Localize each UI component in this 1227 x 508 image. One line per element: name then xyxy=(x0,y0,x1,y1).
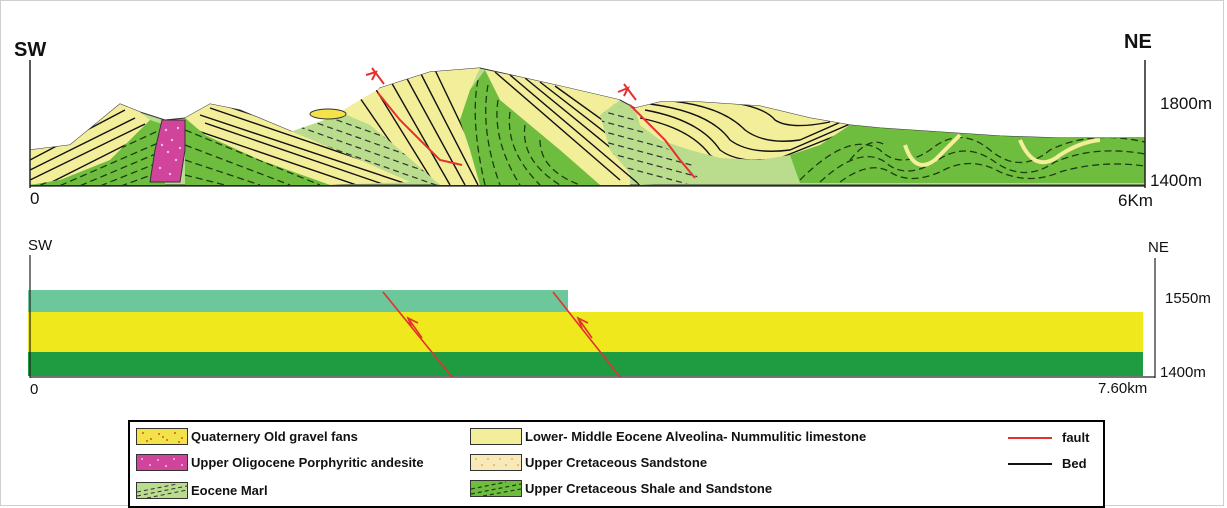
gravel-fan xyxy=(309,108,347,120)
band-green xyxy=(28,352,1143,376)
legend-quaternary-label: Quaternery Old gravel fans xyxy=(191,429,358,444)
top-dist-start: 0 xyxy=(30,189,40,208)
bottom-ne-label: NE xyxy=(1148,239,1169,256)
bottom-dist-end: 7.60km xyxy=(1098,380,1148,397)
legend-bed: Bed xyxy=(1008,456,1087,471)
marl-swatch-icon xyxy=(136,482,188,499)
top-dist-end: 6Km xyxy=(1118,191,1153,210)
legend-box: Quaternery Old gravel fans Upper Oligoce… xyxy=(128,420,1105,508)
fault-line-icon xyxy=(1008,436,1052,439)
andesite-intrusion xyxy=(149,119,186,183)
legend-fault-label: fault xyxy=(1062,430,1090,445)
legend-oligocene: Upper Oligocene Porphyritic andesite xyxy=(136,454,424,471)
legend-marl-label: Eocene Marl xyxy=(191,483,268,498)
legend-shale: Upper Cretaceous Shale and Sandstone xyxy=(470,480,772,497)
shale-swatch-icon xyxy=(470,480,522,497)
sandstone-swatch-icon xyxy=(470,454,522,471)
legend-bed-label: Bed xyxy=(1062,456,1087,471)
bottom-elev-top: 1550m xyxy=(1165,290,1211,307)
top-ne-label: NE xyxy=(1124,31,1152,53)
legend-limestone: Lower- Middle Eocene Alveolina- Nummulit… xyxy=(470,428,866,445)
legend-sandstone: Upper Cretaceous Sandstone xyxy=(470,454,707,471)
top-faults xyxy=(365,67,696,179)
legend-limestone-label: Lower- Middle Eocene Alveolina- Nummulit… xyxy=(525,429,867,444)
bed-line-icon xyxy=(1008,462,1052,465)
legend-oligocene-label: Upper Oligocene Porphyritic andesite xyxy=(191,455,424,470)
limestone-swatch-icon xyxy=(470,428,522,445)
andesite-swatch-icon xyxy=(136,454,188,471)
gravel-swatch-icon xyxy=(136,428,188,445)
legend-sandstone-label: Upper Cretaceous Sandstone xyxy=(525,455,708,470)
bottom-faults xyxy=(382,291,621,378)
legend-marl: Eocene Marl xyxy=(136,482,268,499)
legend-shale-label: Upper Cretaceous Shale and Sandstone xyxy=(525,481,773,496)
legend-fault: fault xyxy=(1008,430,1089,445)
band-teal xyxy=(28,290,568,312)
top-elev-bottom: 1400m xyxy=(1150,171,1202,190)
top-sw-label: SW xyxy=(14,39,47,61)
top-elev-top: 1800m xyxy=(1160,94,1212,113)
bottom-sw-label: SW xyxy=(28,237,53,254)
bottom-elev-bottom: 1400m xyxy=(1160,364,1206,381)
legend-quaternary: Quaternery Old gravel fans xyxy=(136,428,358,445)
bottom-dist-start: 0 xyxy=(30,381,39,398)
